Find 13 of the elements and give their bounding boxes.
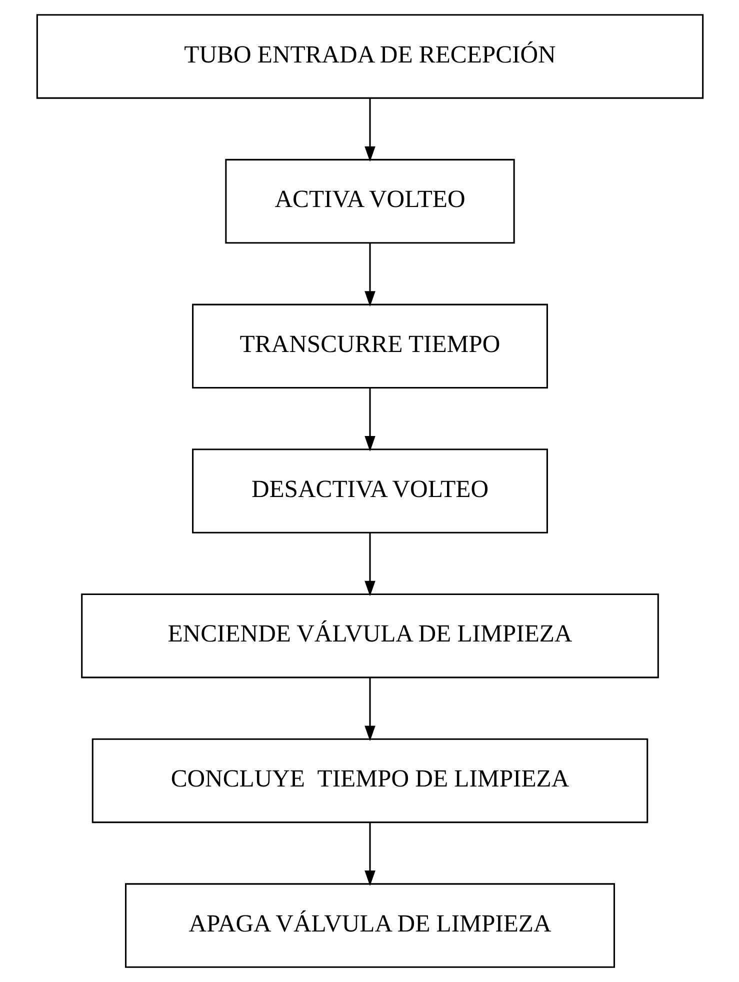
arrow [364,822,375,886]
arrow [364,532,375,596]
arrow [364,98,375,162]
arrow [364,388,375,452]
node-box: ACTIVA VOLTEO [224,158,514,244]
node-box: CONCLUYE TIEMPO DE LIMPIEZA [91,738,648,824]
arrow [364,243,375,307]
node-box: TRANSCURRE TIEMPO [192,304,548,389]
node-box: DESACTIVA VOLTEO [192,448,548,534]
arrow [364,678,375,742]
node-box: APAGA VÁLVULA DE LIMPIEZA [124,883,614,968]
node-box: ENCIENDE VÁLVULA DE LIMPIEZA [80,593,658,678]
node-box: TUBO ENTRADA DE RECEPCIÓN [36,14,704,99]
